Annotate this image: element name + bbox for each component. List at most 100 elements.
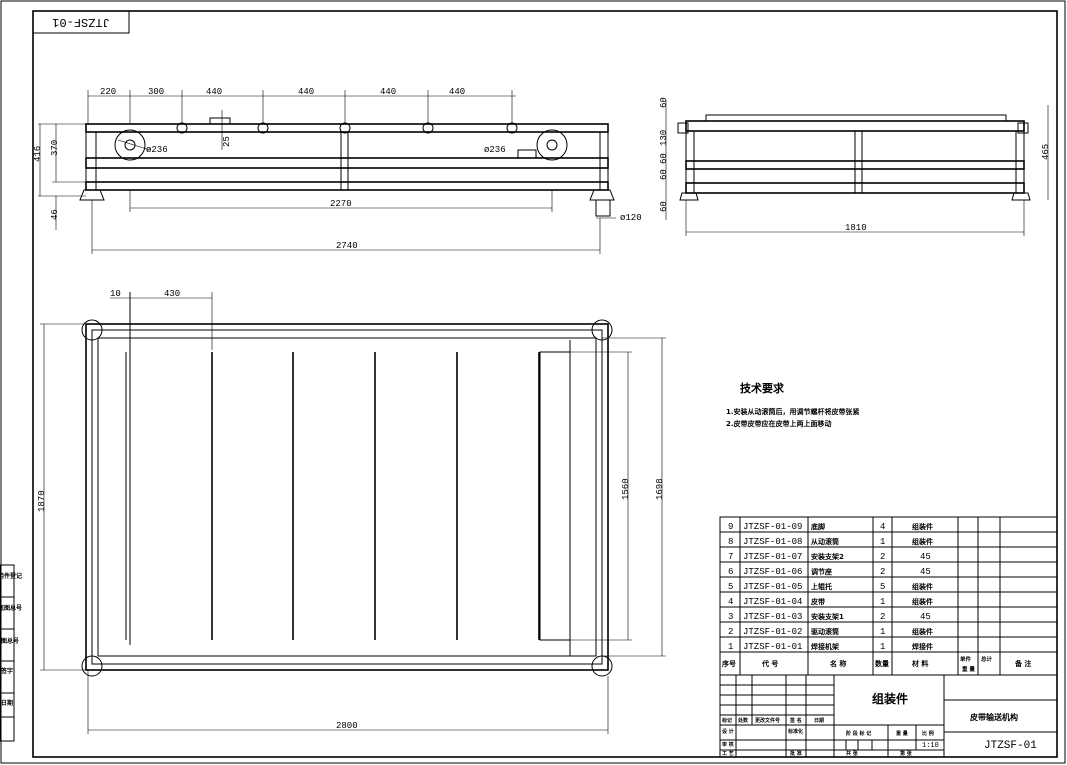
bom-row-2: 2 JTZSF-01-02 驱动滚筒 1 组装件 [728,627,933,637]
tb-mark: 标记 [721,717,732,724]
bom-qty: 5 [880,582,885,592]
left-strip: 借用件登记 旧底图总号 底图总号 签字 日期 [0,564,22,742]
title-block: 组装件 皮带输送机构 JTZSF-01 1:10 标记 处数 更改文件号 签 名… [719,674,1058,758]
dim-300: 300 [148,87,164,97]
tb-count: 处数 [737,717,749,724]
bom-code: JTZSF-01-01 [743,642,802,652]
tb-design: 设 计 [722,728,734,735]
bom-no: 7 [728,552,733,562]
dim-440b: 440 [298,87,314,97]
title-assembly: 组装件 [872,691,908,706]
bom-name: 焊接机架 [811,642,839,651]
bom-name: 安装支架2 [811,552,844,561]
bom-no: 9 [728,522,733,532]
bom-table: 9 JTZSF-01-09 底脚 4 组装件 8 JTZSF-01-08 从动滚… [719,516,1058,676]
bom-mat: 45 [920,567,931,577]
bom-code: JTZSF-01-08 [743,537,802,547]
tb-sheet-total: 共 张 [846,750,859,757]
bom-no: 6 [728,567,733,577]
mirrored-drawing-number: JTZSF-01 [52,15,110,29]
bom-qty: 1 [880,537,885,547]
top-dim-1698: 1698 [655,478,665,500]
tb-scale-label: 比 例 [922,730,934,737]
foot-dia: ø120 [620,213,642,223]
bom-row-5: 5 JTZSF-01-05 上辊托 5 组装件 [728,582,933,592]
bom-name: 皮带 [810,597,825,606]
bom-name: 驱动滚筒 [811,627,839,636]
bom-row-4: 4 JTZSF-01-04 皮带 1 组装件 [728,597,933,607]
dim-220: 220 [100,87,116,97]
dia-right: ø236 [484,145,506,155]
bom-mat: 组装件 [912,582,933,591]
bom-code: JTZSF-01-05 [743,582,802,592]
dim-440c: 440 [380,87,396,97]
bom-code: JTZSF-01-07 [743,552,802,562]
tb-sign: 签 名 [789,717,802,724]
strip-label-1: 旧底图总号 [0,604,22,612]
bom-qty: 1 [880,642,885,652]
side-dim-1810: 1810 [845,223,867,233]
strip-label-0: 借用件登记 [0,572,22,580]
side-dim-60d: 60 [659,201,669,212]
title-scale: 1:10 [922,742,939,750]
bom-header-weight: 重 量 [962,665,975,673]
bom-header: 序号 代 号 名 称 数量 材 料 单件 总计 重 量 备 注 [721,655,1031,673]
bom-qty: 1 [880,597,885,607]
side-dim-60c: 60 [659,169,669,180]
bom-no: 4 [728,597,733,607]
title-product: 皮带输送机构 [969,712,1018,722]
dim-46: 46 [50,209,60,220]
top-dim-1870: 1870 [37,490,47,512]
dim-370: 370 [50,140,60,156]
bom-code: JTZSF-01-04 [743,597,802,607]
side-dim-60b: 60 [659,153,669,164]
dim-25: 25 [222,136,232,147]
bom-row-9: 9 JTZSF-01-09 底脚 4 组装件 [728,522,933,532]
bom-row-7: 7 JTZSF-01-07 安装支架2 2 45 [728,552,931,562]
bom-mat: 45 [920,552,931,562]
bom-name: 调节座 [811,567,832,576]
tb-craft: 工 艺 [722,750,734,757]
tb-stage: 阶 段 标 记 [846,730,871,737]
bom-qty: 2 [880,567,885,577]
bom-code: JTZSF-01-03 [743,612,802,622]
tb-zone: 更改文件号 [755,717,780,724]
bom-row-3: 3 JTZSF-01-03 安装支架1 2 45 [728,612,931,622]
bom-no: 2 [728,627,733,637]
strip-label-3: 签字 [0,667,13,675]
dia-left: ø236 [146,145,168,155]
bom-name: 安装支架1 [811,612,844,621]
bom-name: 底脚 [811,522,825,531]
bom-mat: 焊接件 [912,642,933,651]
bom-mat: 组装件 [912,537,933,546]
dim-2270: 2270 [330,199,352,209]
side-view: 60 130 60 60 60 465 1810 [659,97,1051,236]
bom-code: JTZSF-01-06 [743,567,802,577]
tb-sheet-no: 第 张 [900,750,913,757]
top-dim-10: 10 [110,289,121,299]
bom-mat: 组装件 [912,522,933,531]
side-dim-60a: 60 [659,97,669,108]
dim-440a: 440 [206,87,222,97]
top-dim-2800: 2800 [336,721,358,731]
strip-label-4: 日期 [1,699,13,707]
bom-qty: 4 [880,522,885,532]
inner-frame [32,10,1058,758]
bom-no: 1 [728,642,733,652]
bom-no: 8 [728,537,733,547]
bom-header-unit: 单件 [960,655,972,663]
dim-416: 416 [33,146,43,162]
top-view: 10 430 1870 1560 1698 [37,289,666,734]
bom-no: 3 [728,612,733,622]
bom-mat: 组装件 [912,627,933,636]
dim-2740: 2740 [336,241,358,251]
bom-qty: 1 [880,627,885,637]
bom-header-no: 序号 [721,659,736,668]
bom-header-note: 备 注 [1014,659,1031,668]
tb-check: 审 核 [722,741,734,748]
tb-std: 标准化 [787,728,803,735]
bom-header-mat: 材 料 [911,659,928,668]
mirrored-number-box [32,10,130,34]
